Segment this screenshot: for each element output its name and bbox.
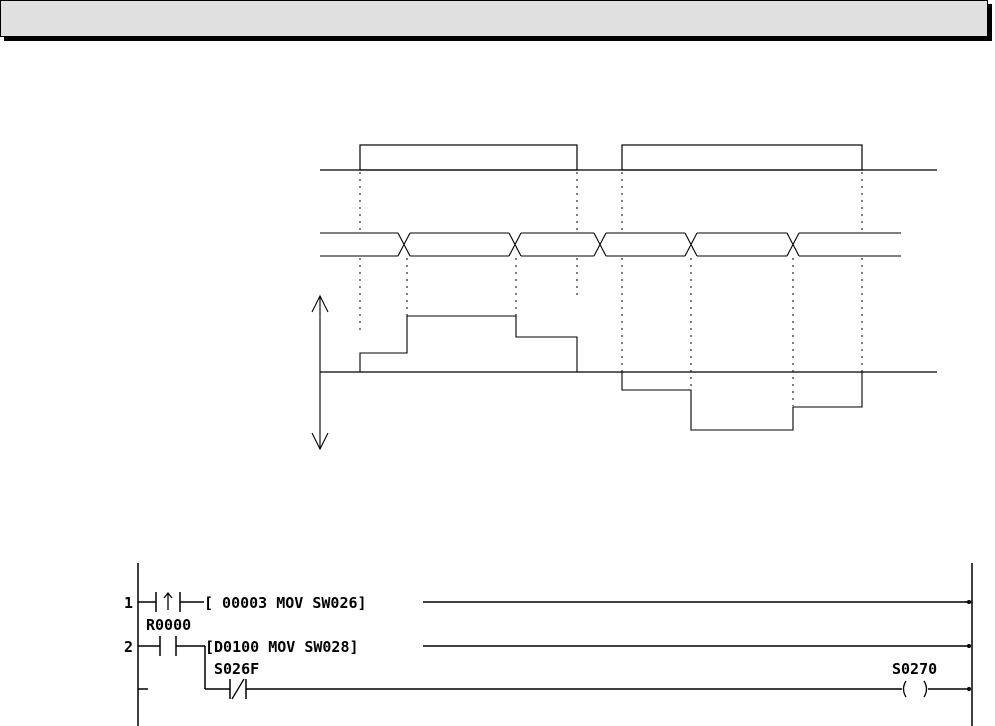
rung-2-contact-label: R0000: [146, 616, 191, 634]
rung-2-nc-contact-label: S026F: [214, 660, 259, 678]
pulse-signal: [320, 145, 937, 170]
rung-2-coil-label: S0270: [892, 660, 937, 678]
rail-junction-1: [967, 600, 971, 604]
rail-junction-2: [967, 644, 971, 648]
output-waveform: [360, 316, 862, 430]
guide-lines: [360, 172, 862, 406]
ladder-diagram: 1 [ 00003 MOV SW026] R0000 2 [D0100 MOV …: [124, 563, 972, 726]
rung-1-instruction: [ 00003 MOV SW026]: [204, 594, 367, 612]
rung-2-number: 2: [124, 638, 133, 656]
rung-1-number: 1: [124, 594, 133, 612]
rail-junction-3: [967, 687, 971, 691]
bus-signal: [320, 233, 901, 256]
rung-2-instruction: [D0100 MOV SW028]: [205, 638, 359, 656]
